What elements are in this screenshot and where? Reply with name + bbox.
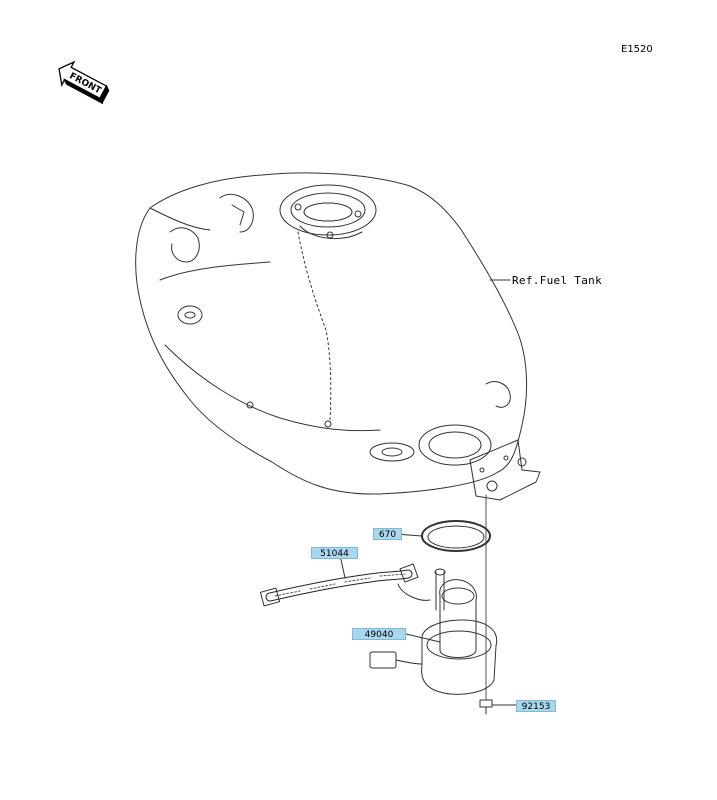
pump-body [439,579,477,658]
part-label-92153[interactable]: 92153 [516,700,556,712]
part-label-51044[interactable]: 51044 [311,547,358,559]
fuel-tank-lower-edge [164,344,381,432]
part-label-49040[interactable]: 49040 [352,628,406,640]
part-label-670[interactable]: 670 [373,528,402,540]
tank-drain-slot [369,442,415,462]
tank-rear-bracket [469,439,541,501]
tank-rear-mark [485,381,511,408]
pump-opening-plate [418,424,492,466]
fuel-tank-ridge [149,207,211,231]
fuel-tank-outline [135,172,528,495]
pump-outlet-pipe [435,571,445,611]
pump-electrical-connector [369,651,397,669]
tank-mount-boss [177,305,203,325]
filler-cap-outer [279,184,377,236]
pump-flange [421,619,498,695]
diagram-code: E1520 [621,44,653,55]
front-arrow-icon: FRONT [58,60,110,104]
tank-bracket-side [169,227,200,263]
fuel-tank-center-seam [297,231,332,421]
ref-fuel-tank-label: Ref.Fuel Tank [512,274,602,287]
harness-connector-right [399,563,419,583]
bolt-head [479,699,493,708]
tank-bracket-upper [219,193,254,233]
harness-connector-left [259,587,281,607]
